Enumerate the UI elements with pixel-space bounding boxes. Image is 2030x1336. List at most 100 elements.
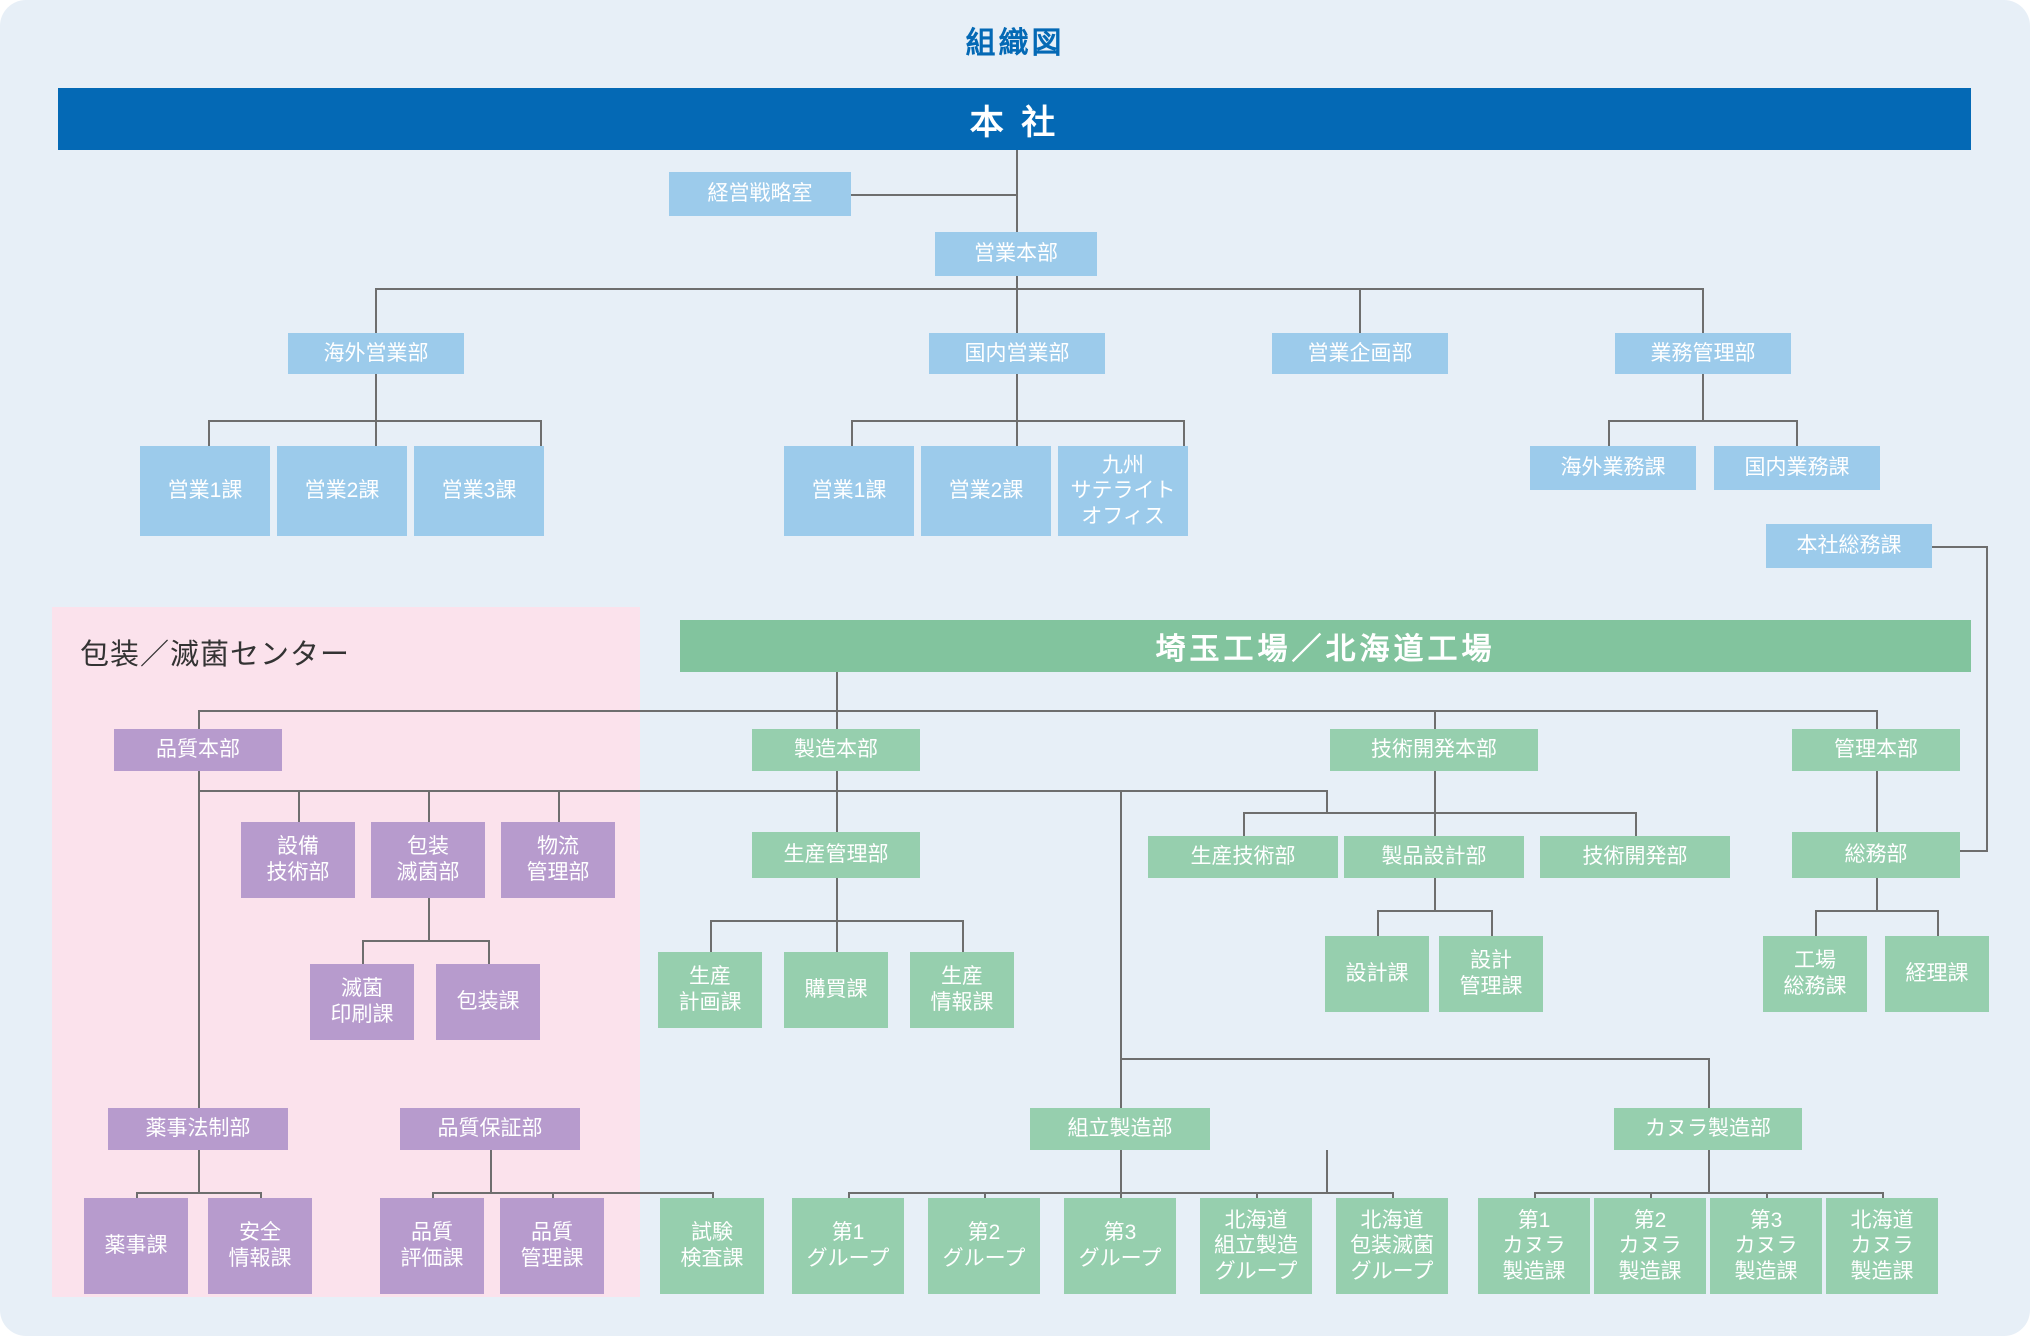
connector [710,920,712,952]
connector [1434,812,1436,836]
connector [1120,1150,1122,1194]
node-domestic-sales-1[interactable]: 営業1課 [784,446,914,536]
node-quality-assurance-dept[interactable]: 品質保証部 [400,1108,580,1150]
connector [375,288,1703,290]
node-general-affairs-dept[interactable]: 総務部 [1792,832,1960,878]
connector [1120,790,1122,1058]
node-equipment-tech-dept[interactable]: 設備 技術部 [241,822,355,898]
connector [836,710,838,730]
node-hokkaido-packaging-group[interactable]: 北海道 包装滅菌 グループ [1336,1198,1448,1294]
connector [1937,910,1939,936]
connector [1876,770,1878,832]
node-group-2[interactable]: 第2 グループ [928,1198,1040,1294]
connector [1377,910,1379,936]
node-production-tech-dept[interactable]: 生産技術部 [1148,836,1338,878]
node-sterilization-printing-sec[interactable]: 滅菌 印刷課 [310,964,414,1040]
connector [1608,420,1610,446]
node-production-mgmt-dept[interactable]: 生産管理部 [752,832,920,878]
node-overseas-sales-3[interactable]: 営業3課 [414,446,544,536]
connector [432,1192,712,1194]
node-purchasing-sec[interactable]: 購買課 [784,952,888,1028]
node-kyushu-satellite-office[interactable]: 九州 サテライト オフィス [1058,446,1188,536]
connector [1930,546,1988,548]
connector [198,790,1326,792]
connector [1876,710,1878,730]
node-hokkaido-assembly-group[interactable]: 北海道 組立製造 グループ [1200,1198,1312,1294]
node-design-mgmt-sec[interactable]: 設計 管理課 [1439,936,1543,1012]
node-domestic-sales-dept[interactable]: 国内営業部 [929,333,1105,374]
connector [1434,878,1436,912]
packaging-center-label: 包装／滅菌センター [80,639,351,671]
node-quality-hq[interactable]: 品質本部 [114,729,282,771]
connector [198,1150,200,1194]
node-cannula-3[interactable]: 第3 カヌラ 製造課 [1710,1198,1822,1294]
node-assembly-mfg-dept[interactable]: 組立製造部 [1030,1108,1210,1150]
connector [1434,770,1436,814]
node-design-sec[interactable]: 設計課 [1325,936,1429,1012]
connector [375,374,377,422]
node-admin-hq[interactable]: 管理本部 [1792,729,1960,771]
node-domestic-operations-sec[interactable]: 国内業務課 [1714,446,1880,490]
node-production-planning-sec[interactable]: 生産 計画課 [658,952,762,1028]
node-accounting-sec[interactable]: 経理課 [1885,936,1989,1012]
node-quality-evaluation-sec[interactable]: 品質 評価課 [380,1198,484,1294]
node-sales-planning-dept[interactable]: 営業企画部 [1272,333,1448,374]
connector [836,878,838,922]
connector [1608,420,1796,422]
node-quality-mgmt-sec[interactable]: 品質 管理課 [500,1198,604,1294]
node-production-info-sec[interactable]: 生産 情報課 [910,952,1014,1028]
connector [1183,420,1185,446]
node-pharma-law-dept[interactable]: 薬事法制部 [108,1108,288,1150]
connector [136,1192,260,1194]
node-manufacturing-hq[interactable]: 製造本部 [752,729,920,771]
connector [1016,150,1018,236]
connector [1708,1150,1710,1194]
node-packaging-sec[interactable]: 包装課 [436,964,540,1040]
connector [1016,374,1018,422]
node-tech-dev-hq[interactable]: 技術開発本部 [1330,729,1538,771]
connector [1708,1058,1710,1110]
node-logistics-mgmt-dept[interactable]: 物流 管理部 [501,822,615,898]
connector [1796,420,1798,446]
connector [1491,910,1493,936]
connector [836,920,838,952]
node-hq-general-affairs-sec[interactable]: 本社総務課 [1766,524,1932,568]
connector [836,790,1122,792]
node-group-3[interactable]: 第3 グループ [1064,1198,1176,1294]
node-factory-banner[interactable]: 埼玉工場／北海道工場 [680,620,1971,672]
connector [1876,878,1878,912]
connector [208,420,210,446]
node-group-1[interactable]: 第1 グループ [792,1198,904,1294]
node-headquarters[interactable]: 本 社 [58,88,1971,150]
connector [1326,790,1328,812]
connector [488,940,490,964]
connector [851,420,1185,422]
node-cannula-hokkaido[interactable]: 北海道 カヌラ 製造課 [1826,1198,1938,1294]
node-overseas-sales-dept[interactable]: 海外営業部 [288,333,464,374]
node-cannula-2[interactable]: 第2 カヌラ 製造課 [1594,1198,1706,1294]
node-overseas-operations-sec[interactable]: 海外業務課 [1530,446,1696,490]
node-product-design-dept[interactable]: 製品設計部 [1344,836,1524,878]
node-cannula-mfg-dept[interactable]: カヌラ製造部 [1614,1108,1802,1150]
node-tech-dev-dept[interactable]: 技術開発部 [1540,836,1730,878]
connector [1326,1150,1328,1194]
node-strategy-office[interactable]: 経営戦略室 [669,172,851,216]
node-factory-general-affairs-sec[interactable]: 工場 総務課 [1763,936,1867,1012]
node-domestic-sales-2[interactable]: 営業2課 [921,446,1051,536]
node-safety-info-sec[interactable]: 安全 情報課 [208,1198,312,1294]
connector [362,940,364,964]
node-cannula-1[interactable]: 第1 カヌラ 製造課 [1478,1198,1590,1294]
connector [1243,812,1635,814]
node-overseas-sales-1[interactable]: 営業1課 [140,446,270,536]
node-overseas-sales-2[interactable]: 営業2課 [277,446,407,536]
connector [1534,1192,1882,1194]
node-pharma-sec[interactable]: 薬事課 [84,1198,188,1294]
node-sales-hq[interactable]: 営業本部 [935,232,1097,276]
connector [1635,812,1637,836]
connector [1016,288,1018,333]
connector [1016,420,1018,446]
connector [362,940,488,942]
node-packaging-sterilization-dept[interactable]: 包装 滅菌部 [371,822,485,898]
node-test-inspection-sec[interactable]: 試験 検査課 [660,1198,764,1294]
node-business-mgmt-dept[interactable]: 業務管理部 [1615,333,1791,374]
